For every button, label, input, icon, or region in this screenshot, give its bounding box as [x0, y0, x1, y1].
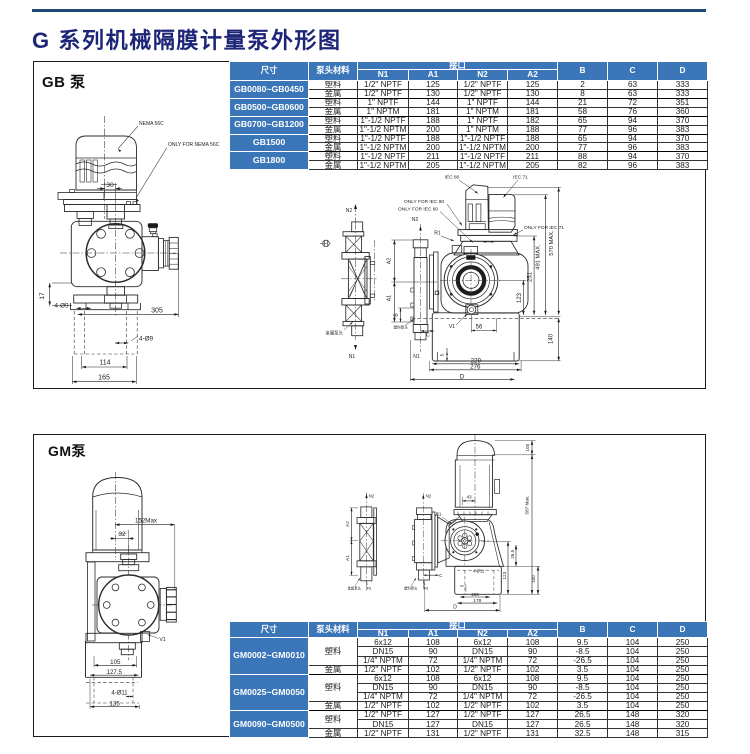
svg-text:105: 105	[110, 659, 121, 666]
svg-text:587 Max.: 587 Max.	[525, 496, 530, 515]
svg-text:塑料泵头: 塑料泵头	[394, 325, 409, 330]
svg-text:165: 165	[98, 374, 110, 381]
svg-text:26.5: 26.5	[510, 549, 515, 558]
svg-text:4-Ø11: 4-Ø11	[111, 690, 128, 696]
svg-text:ONLY FOR IEC 80: ONLY FOR IEC 80	[398, 207, 438, 213]
svg-text:Φd: Φd	[423, 587, 428, 591]
svg-text:43: 43	[466, 495, 472, 500]
svg-text:4-Ø9: 4-Ø9	[54, 303, 69, 310]
svg-text:B: B	[394, 313, 400, 317]
svg-text:IEC 71: IEC 71	[513, 175, 528, 181]
svg-text:金属泵头: 金属泵头	[348, 586, 362, 591]
svg-text:229: 229	[471, 357, 482, 364]
svg-text:570 MAX.: 570 MAX.	[549, 230, 555, 256]
svg-text:ONLY FOR IEC 71: ONLY FOR IEC 71	[524, 225, 564, 231]
svg-text:4-Ø9: 4-Ø9	[139, 336, 154, 343]
svg-text:N2: N2	[426, 494, 432, 499]
svg-text:305: 305	[151, 308, 163, 315]
svg-text:A2: A2	[387, 258, 393, 264]
svg-text:105: 105	[471, 592, 479, 598]
svg-text:100: 100	[525, 443, 530, 451]
svg-text:A1: A1	[387, 295, 393, 301]
svg-text:17: 17	[39, 292, 46, 300]
svg-text:56: 56	[476, 325, 483, 331]
svg-text:30: 30	[106, 182, 114, 189]
svg-text:123: 123	[517, 292, 523, 303]
svg-text:127.5: 127.5	[107, 669, 123, 676]
svg-text:4-Ø11: 4-Ø11	[473, 569, 485, 574]
svg-text:V1: V1	[449, 324, 455, 330]
svg-text:N1: N1	[349, 354, 356, 360]
svg-text:491 MAX.: 491 MAX.	[536, 244, 542, 270]
svg-text:D: D	[460, 374, 465, 380]
svg-text:152Max: 152Max	[135, 518, 158, 525]
svg-text:R1: R1	[434, 231, 441, 237]
svg-text:A1: A1	[345, 555, 350, 561]
svg-text:A2: A2	[345, 521, 350, 527]
svg-text:Φd: Φd	[366, 587, 371, 591]
svg-text:251: 251	[528, 271, 534, 282]
svg-text:R1: R1	[436, 512, 442, 517]
svg-text:123: 123	[502, 571, 507, 579]
svg-text:塑料泵头: 塑料泵头	[404, 586, 418, 591]
svg-text:100: 100	[531, 575, 536, 583]
svg-text:5: 5	[460, 584, 465, 587]
svg-text:金属泵头: 金属泵头	[326, 330, 344, 337]
svg-text:IEC 80: IEC 80	[445, 175, 460, 181]
svg-text:NEMA 56C: NEMA 56C	[139, 121, 164, 127]
svg-text:N1: N1	[413, 354, 420, 360]
svg-text:D: D	[453, 605, 457, 611]
svg-text:140: 140	[549, 333, 555, 344]
svg-text:N2: N2	[369, 494, 375, 499]
svg-text:C: C	[439, 573, 443, 578]
svg-text:32: 32	[119, 531, 126, 538]
svg-text:V1: V1	[159, 637, 165, 643]
svg-text:276: 276	[470, 364, 481, 371]
svg-text:C: C	[426, 333, 430, 339]
svg-text:ONLY FOR NEMA 56C: ONLY FOR NEMA 56C	[168, 142, 220, 148]
svg-text:178: 178	[473, 598, 481, 604]
svg-text:135: 135	[109, 700, 120, 707]
svg-text:5: 5	[440, 353, 446, 356]
svg-text:ONLY FOR IEC 80: ONLY FOR IEC 80	[404, 199, 444, 205]
svg-text:N2: N2	[412, 217, 419, 223]
svg-text:114: 114	[99, 360, 110, 367]
svg-text:N2: N2	[346, 208, 353, 214]
